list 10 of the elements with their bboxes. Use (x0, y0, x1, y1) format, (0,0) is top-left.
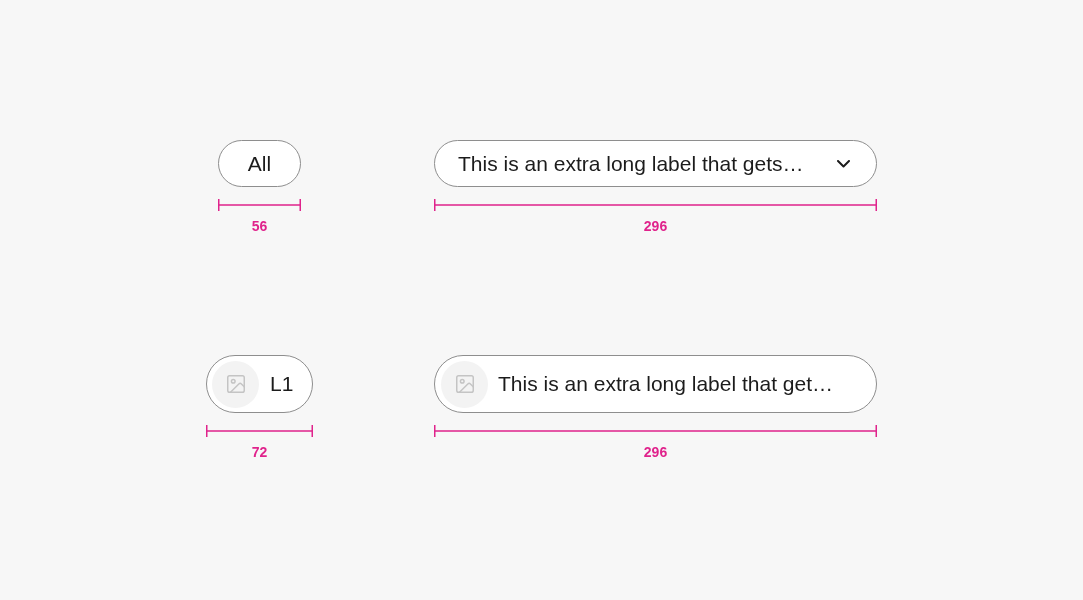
chip-label: All (247, 150, 272, 177)
chip-label: L1 (270, 371, 294, 397)
filter-chip (218, 140, 301, 187)
dimension-label: 72 (251, 444, 268, 460)
chip-label: This is an extra long label that get… (498, 371, 833, 397)
dimension-label: 296 (643, 218, 668, 234)
filter-chip (434, 140, 877, 187)
dimension-label: 296 (643, 444, 668, 460)
chip-label: This is an extra long label that gets… (458, 150, 804, 177)
dimension-label: 56 (251, 218, 268, 234)
